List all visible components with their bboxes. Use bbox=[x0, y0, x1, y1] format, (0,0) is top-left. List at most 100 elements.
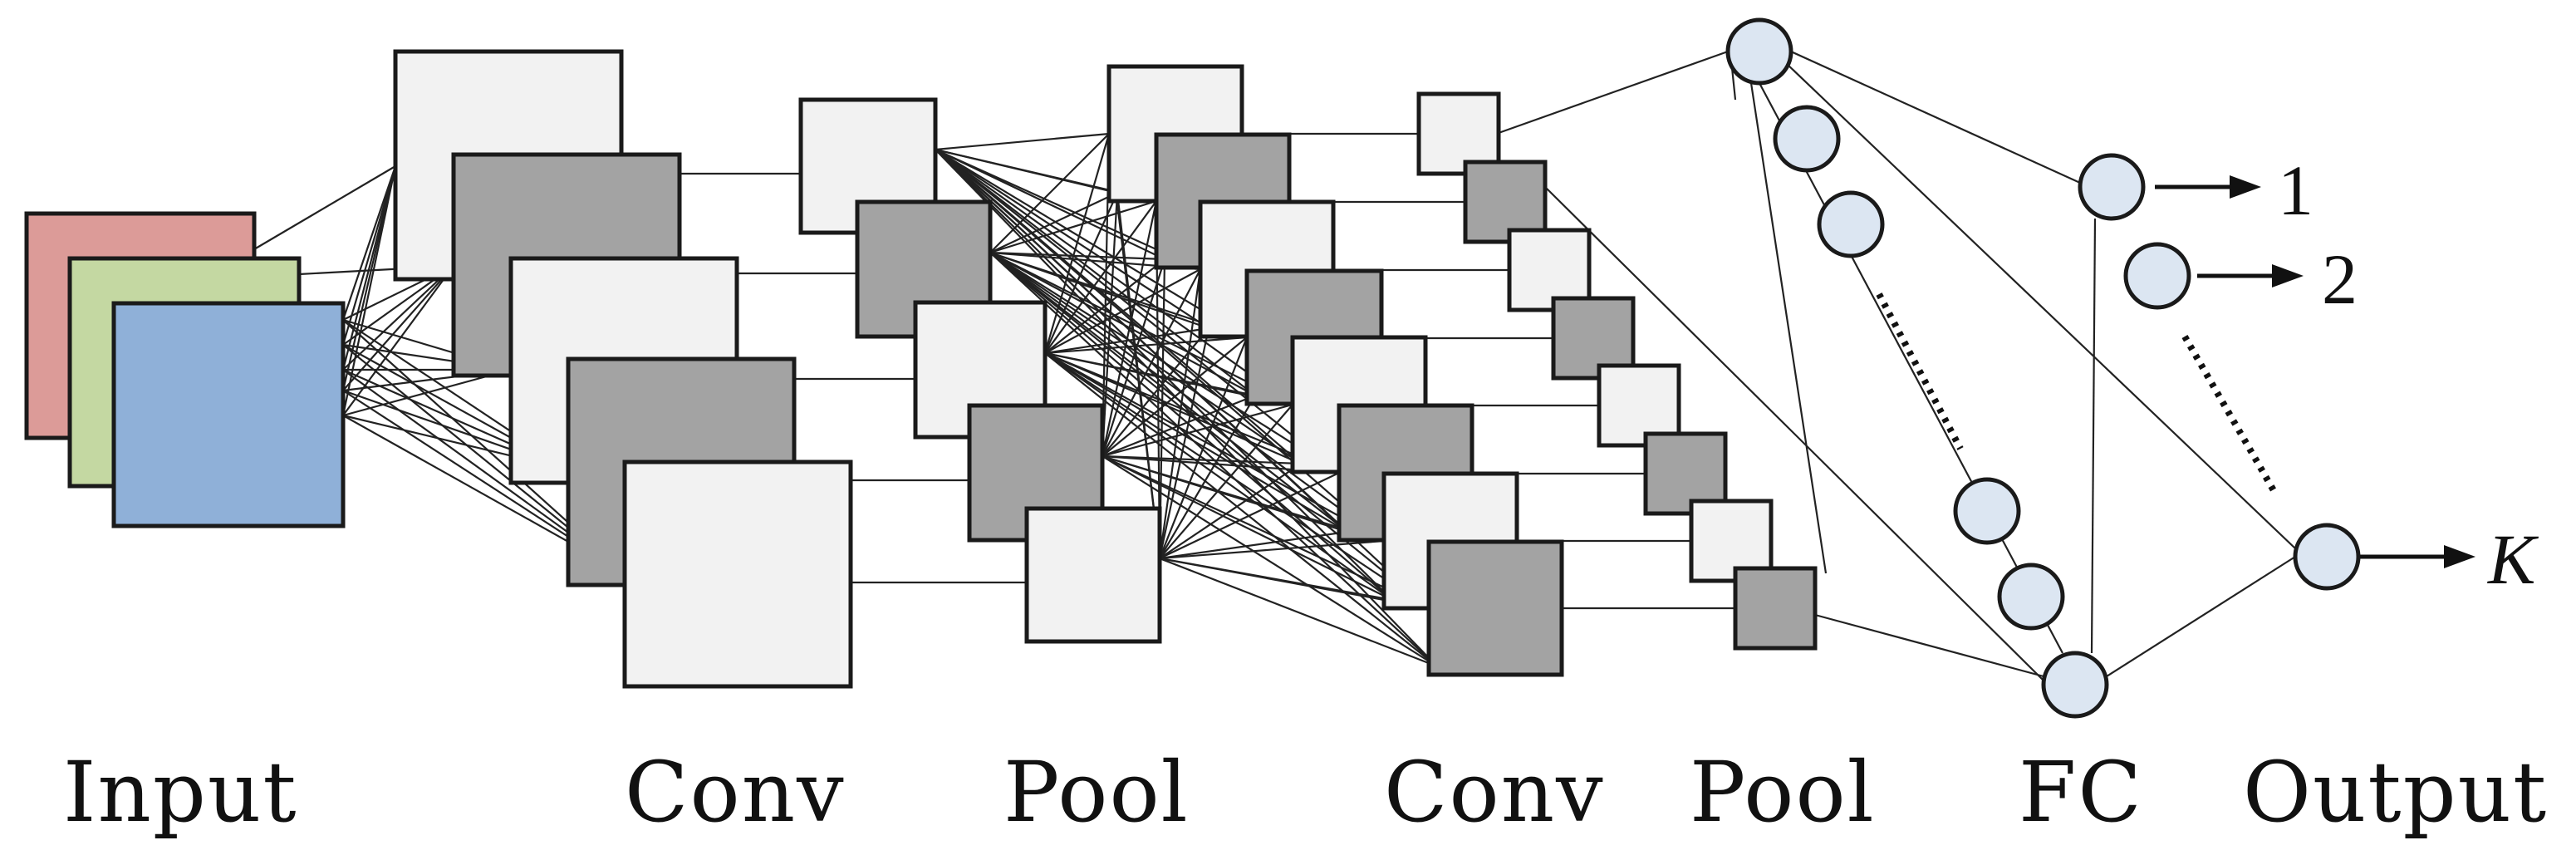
pool1-to-conv2-line bbox=[1044, 336, 1248, 355]
pool1-to-conv2-line bbox=[1044, 352, 1348, 533]
pool1-to-conv2-line bbox=[935, 149, 1340, 474]
fc-to-output-line bbox=[1790, 50, 2081, 184]
pool2-map-8 bbox=[1733, 566, 1818, 651]
fc-neuron-2 bbox=[1773, 105, 1841, 173]
pool2-to-fc-line bbox=[1544, 186, 2044, 681]
output-neuron-1 bbox=[2078, 153, 2146, 221]
input-to-conv1-line bbox=[253, 165, 396, 250]
pool1-to-conv2-line bbox=[935, 149, 1393, 601]
pool1-to-conv2-line bbox=[1102, 403, 1293, 458]
fc-neuron-5 bbox=[1997, 563, 2065, 631]
output-label-2: 2 bbox=[2322, 239, 2358, 319]
pool2-to-fc-line bbox=[1498, 50, 1729, 135]
pool1-to-conv2-line bbox=[1044, 352, 1385, 542]
pool1-to-conv2-line bbox=[1159, 530, 1348, 560]
conv2-feature-maps bbox=[1106, 64, 1564, 677]
conv2-map-8 bbox=[1426, 539, 1564, 677]
fc-ellipsis bbox=[1876, 292, 1964, 450]
input-to-conv1-line bbox=[341, 165, 397, 416]
output-neuron-2 bbox=[2123, 242, 2191, 310]
pool1-to-conv2-line bbox=[1116, 192, 1161, 559]
output-label-k: K bbox=[2486, 519, 2539, 599]
pool1-to-conv2-line bbox=[935, 149, 1293, 405]
pool1-to-conv2-line bbox=[1043, 133, 1111, 354]
pool1-to-conv2-line bbox=[1159, 395, 1256, 559]
stage-label-output: Output bbox=[2243, 744, 2548, 841]
pool1-to-conv2-line bbox=[1044, 352, 1438, 667]
pool1-to-conv2-line bbox=[1044, 268, 1201, 354]
pool1-to-conv2-line bbox=[1159, 472, 1340, 559]
pool1-to-conv2-line bbox=[1043, 192, 1119, 354]
pool1-to-conv2-line bbox=[1101, 200, 1158, 457]
pool1-to-conv2-line bbox=[1159, 463, 1302, 559]
pool1-to-conv2-line bbox=[1101, 192, 1119, 457]
conv1-map-5 bbox=[622, 459, 853, 689]
pool1-to-conv2-line bbox=[1159, 539, 1385, 560]
pool1-to-conv2-line bbox=[1102, 455, 1430, 609]
output-arrowhead-2 bbox=[2272, 264, 2304, 287]
pool1-to-conv2-line bbox=[1044, 351, 1340, 474]
input-to-conv1-line bbox=[341, 165, 397, 321]
pool1-to-conv2-line bbox=[989, 252, 1348, 533]
pool1-map-5 bbox=[1024, 506, 1162, 644]
pool2-map-2 bbox=[1463, 160, 1548, 244]
stage-label-fc: FC bbox=[2019, 744, 2143, 841]
pool1-to-conv2-line bbox=[989, 192, 1118, 253]
input-image-channels bbox=[24, 211, 346, 528]
input-to-conv1-line bbox=[341, 165, 397, 346]
pool1-to-conv2-line bbox=[1159, 404, 1293, 559]
pool1-to-conv2-line bbox=[989, 252, 1302, 464]
fc-neuron-1 bbox=[1725, 17, 1793, 86]
pool1-to-conv2-line bbox=[989, 252, 1256, 396]
pool1-to-conv2-line bbox=[1158, 327, 1210, 559]
pool2-to-fc-line bbox=[1814, 613, 2044, 678]
input-to-conv1-line bbox=[342, 265, 454, 416]
output-arrows bbox=[2155, 175, 2475, 568]
stage-label-conv2: Conv bbox=[1384, 744, 1605, 841]
pool1-to-conv2-line bbox=[1102, 268, 1201, 457]
pool1-to-conv2-line bbox=[1158, 337, 1249, 559]
pool1-feature-maps bbox=[798, 97, 1162, 644]
pool1-to-conv2-line bbox=[989, 251, 1165, 261]
output-arrowhead-1 bbox=[2230, 175, 2261, 199]
stage-label-pool2: Pool bbox=[1690, 744, 1876, 841]
output-label-1: 1 bbox=[2278, 150, 2313, 230]
pool1-to-conv2-line bbox=[989, 133, 1110, 253]
fc-neuron-3 bbox=[1817, 190, 1885, 258]
fc-to-output-line bbox=[2106, 556, 2296, 677]
pool1-to-conv2-line bbox=[1158, 268, 1202, 559]
fc-outline-line bbox=[1749, 82, 1828, 574]
conv1-feature-maps bbox=[393, 49, 853, 689]
fc-neurons bbox=[1725, 17, 2109, 719]
stage-label-input: Input bbox=[63, 744, 298, 841]
output-neurons bbox=[2078, 153, 2361, 591]
input-to-conv1-line bbox=[342, 265, 454, 391]
pool1-to-conv2-line bbox=[935, 149, 1256, 396]
pool1-to-conv2-line bbox=[1101, 258, 1166, 457]
pool1-to-conv2-line bbox=[989, 252, 1340, 474]
input-to-conv1-line bbox=[342, 265, 454, 371]
pool1-to-conv2-line bbox=[1102, 337, 1248, 457]
pool1-to-conv2-line bbox=[1044, 352, 1430, 609]
pool1-to-conv2-line bbox=[1102, 455, 1302, 465]
fc-neuron-4 bbox=[1953, 477, 2021, 545]
pool2-map-7 bbox=[1689, 499, 1774, 583]
fc-to-output-line bbox=[2090, 218, 2097, 654]
pool1-to-conv2-line bbox=[1044, 200, 1157, 354]
stage-label-conv1: Conv bbox=[625, 744, 846, 841]
fc-to-output-line bbox=[1785, 62, 2296, 549]
input-channel-blue bbox=[111, 301, 346, 528]
pool2-feature-maps bbox=[1416, 91, 1818, 651]
pool1-to-conv2-line bbox=[989, 199, 1157, 254]
output-neuron-3 bbox=[2293, 523, 2361, 591]
stage-label-pool1: Pool bbox=[1003, 744, 1190, 841]
pool1-to-conv2-line bbox=[989, 252, 1385, 542]
pool1-to-conv2-line bbox=[989, 252, 1293, 405]
output-ellipsis bbox=[2181, 334, 2278, 494]
fc-outline-line bbox=[1759, 82, 2063, 654]
pool1-to-conv2-line bbox=[1102, 327, 1209, 457]
fc-neuron-6 bbox=[2041, 651, 2109, 719]
pool1-to-conv2-line bbox=[935, 132, 1110, 151]
pool1-to-conv2-line bbox=[1159, 557, 1438, 668]
